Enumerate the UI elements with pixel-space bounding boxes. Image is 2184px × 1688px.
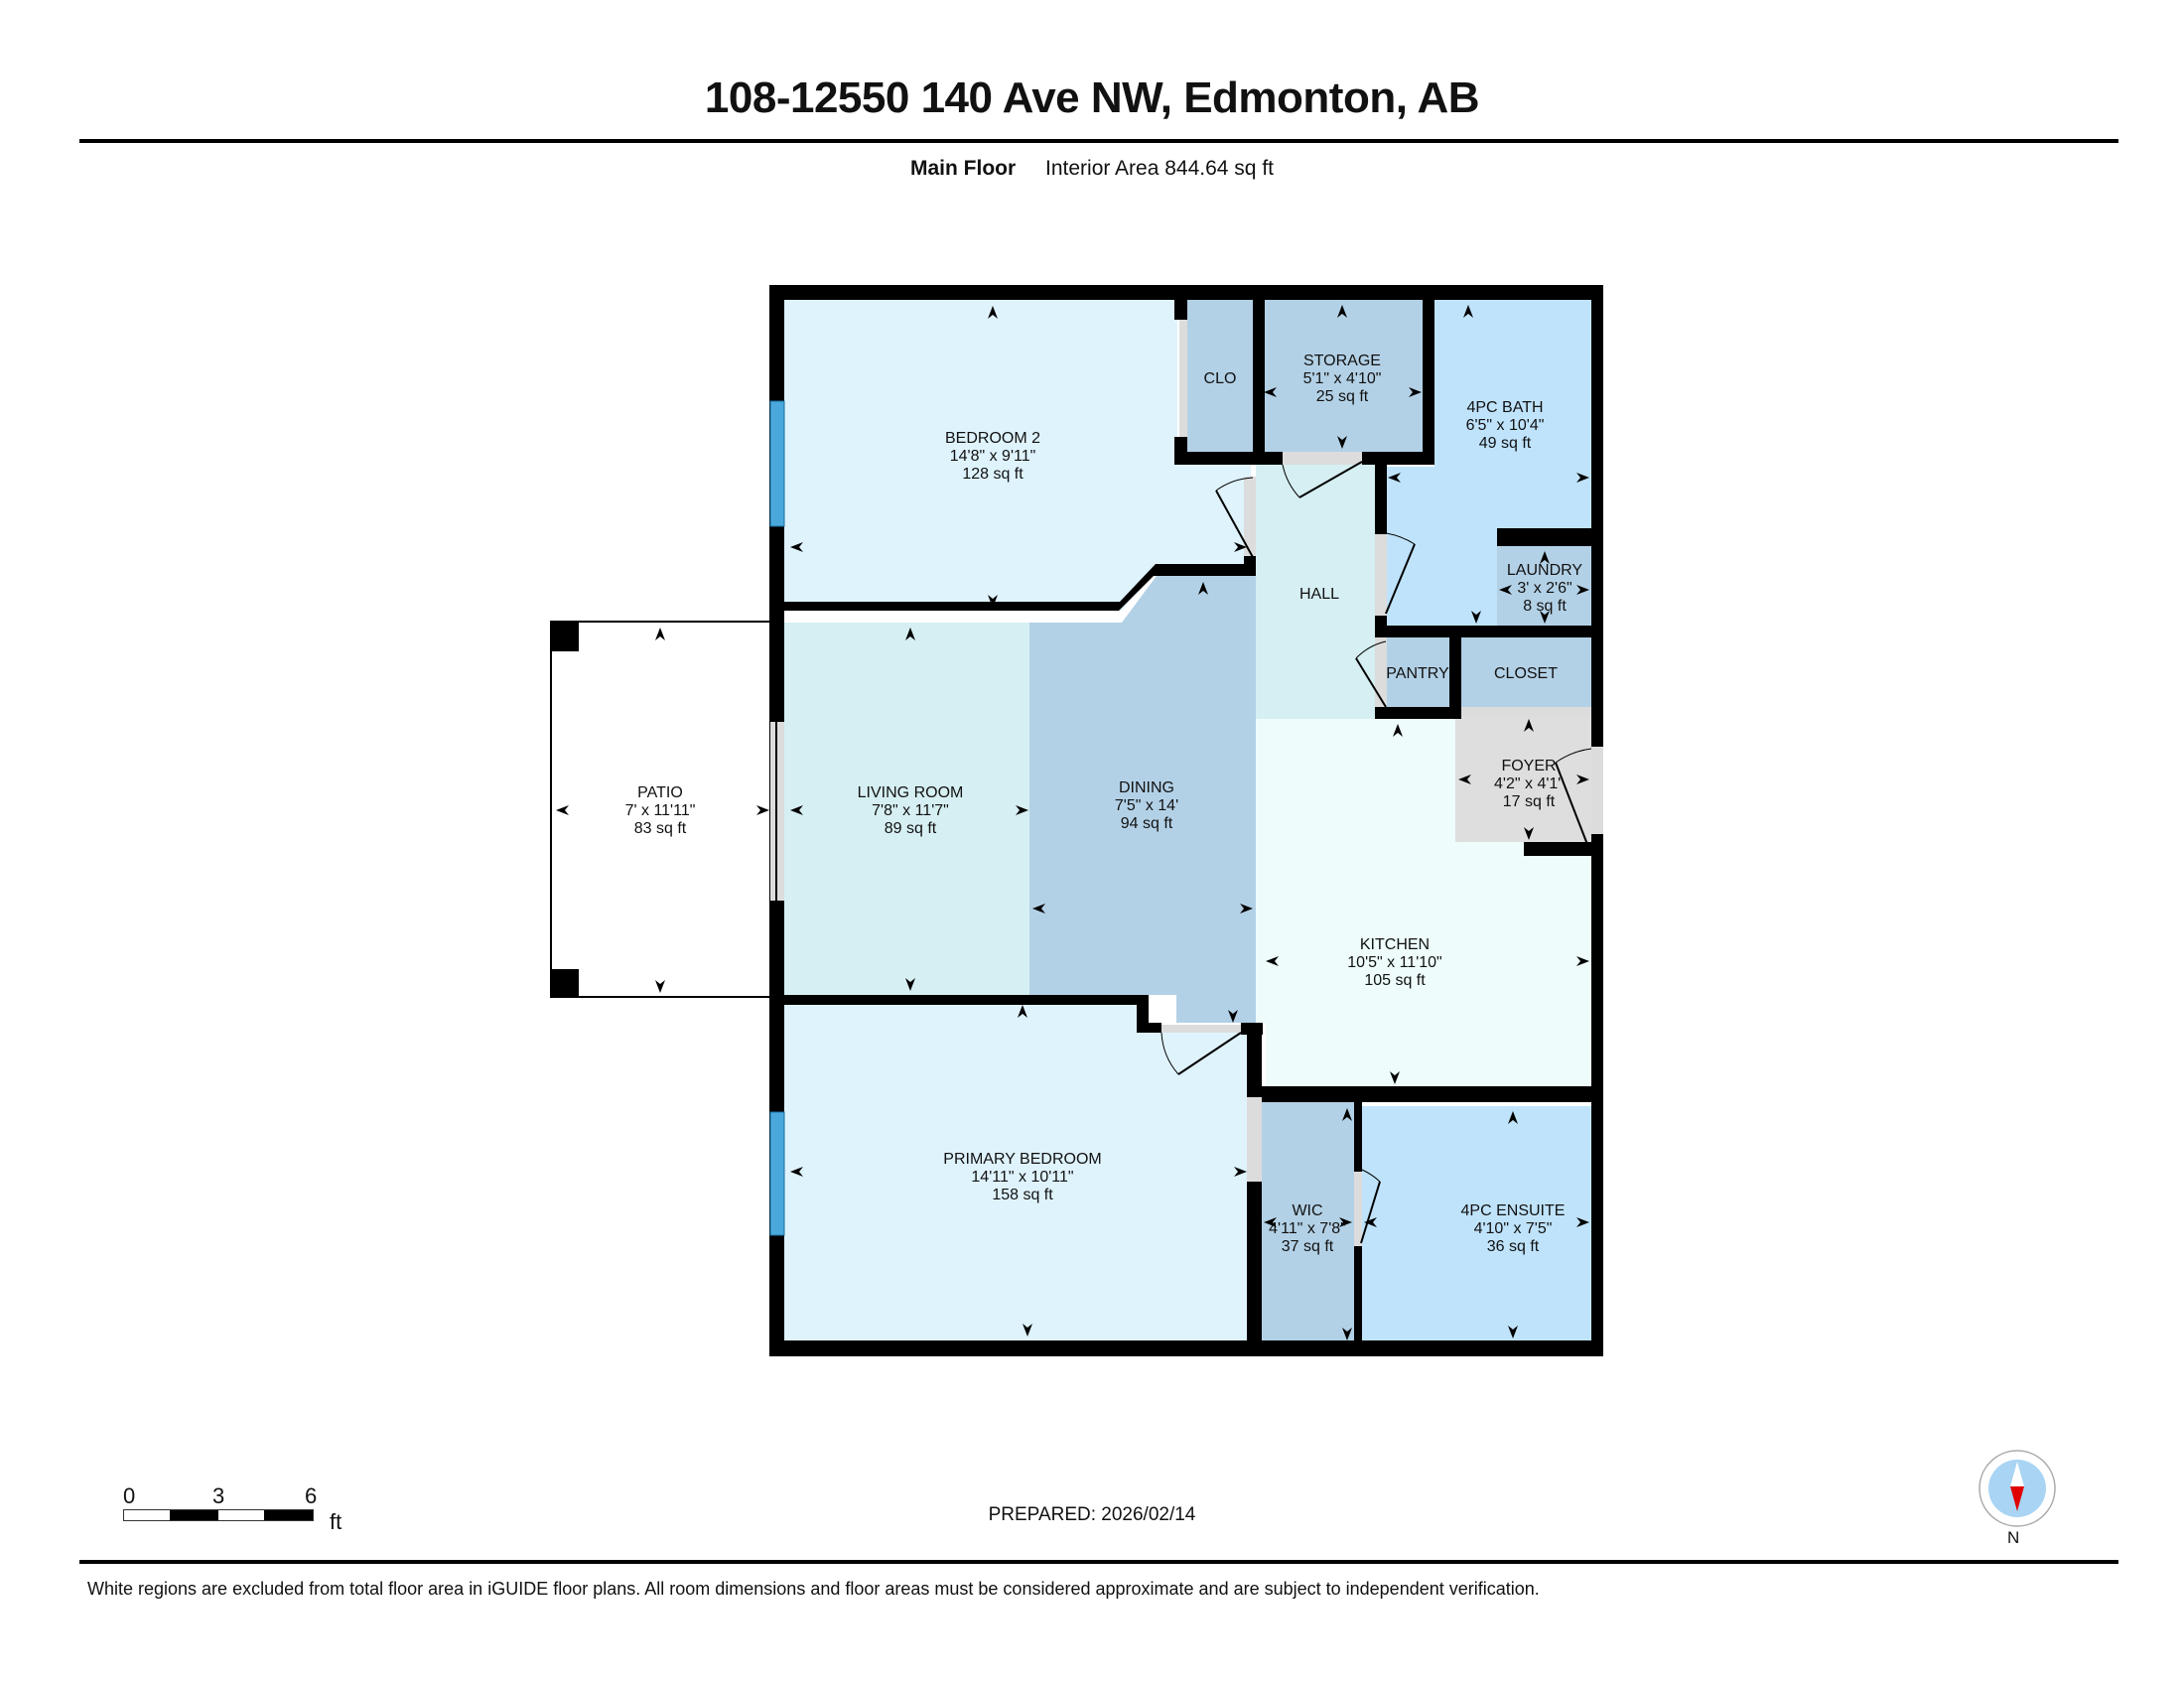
living-label: LIVING ROOM [858, 784, 964, 801]
pantry-area [1385, 637, 1449, 709]
patio-area-text: 83 sq ft [634, 820, 687, 837]
disclaimer: White regions are excluded from total fl… [87, 1579, 1540, 1599]
foyer-dims: 4'2" x 4'1" [1494, 775, 1564, 792]
bedroom2-window [769, 400, 785, 527]
ensuite-label: 4PC ENSUITE [1461, 1202, 1566, 1219]
dining-dims: 7'5" x 14' [1115, 797, 1178, 814]
dining-area-text: 94 sq ft [1121, 815, 1173, 832]
kitchen-label: KITCHEN [1360, 936, 1430, 953]
patio-label: PATIO [637, 784, 683, 801]
ensuite-dims: 4'10" x 7'5" [1474, 1220, 1553, 1237]
north-compass: N [1978, 1449, 2057, 1548]
wic-dims: 4'11" x 7'8" [1269, 1220, 1346, 1237]
hall-label: HALL [1299, 586, 1339, 603]
laundry-area-text: 8 sq ft [1523, 598, 1567, 615]
bedroom2-dims: 14'8" x 9'11" [950, 448, 1036, 465]
bath-area [1385, 300, 1591, 626]
kitchen-area [1256, 719, 1591, 1086]
bedroom2-label: BEDROOM 2 [945, 430, 1040, 447]
interior-area: Interior Area 844.64 sq ft [1045, 157, 1274, 180]
closet-area [1461, 637, 1591, 709]
laundry-dims: 3' x 2'6" [1517, 580, 1571, 597]
foyer-area-text: 17 sq ft [1503, 793, 1556, 810]
living-area [784, 623, 1029, 995]
storage-label: STORAGE [1303, 352, 1381, 369]
primary-window [769, 1111, 785, 1236]
ensuite-area-text: 36 sq ft [1487, 1238, 1540, 1255]
storage-area [1261, 300, 1423, 454]
dining-label: DINING [1119, 779, 1174, 796]
windows [769, 400, 785, 1236]
kitchen-area-text: 105 sq ft [1364, 972, 1426, 989]
floor-name: Main Floor [910, 157, 1017, 180]
storage-dims: 5'1" x 4'10" [1303, 370, 1382, 387]
footer-divider [79, 1560, 2118, 1564]
laundry-label: LAUNDRY [1507, 562, 1583, 579]
kitchen-dims: 10'5" x 11'10" [1347, 954, 1441, 971]
patio-dims: 7' x 11'11" [625, 802, 696, 819]
wic-area-text: 37 sq ft [1282, 1238, 1334, 1255]
wic-label: WIC [1292, 1202, 1322, 1219]
compass-icon [1979, 1450, 2056, 1527]
bath-dims: 6'5" x 10'4" [1466, 417, 1545, 434]
bedroom2-area-text: 128 sq ft [962, 466, 1024, 483]
room-fills [550, 300, 1591, 1342]
scale-label-0: 0 [123, 1483, 136, 1508]
clo-label: CLO [1204, 370, 1237, 387]
header-divider [79, 139, 2118, 143]
compass-north-label: N [2007, 1528, 2020, 1547]
foyer-area [1455, 715, 1591, 842]
prepared-date: PREPARED: 2026/02/14 [988, 1504, 1196, 1525]
hall-area [1256, 465, 1383, 719]
door-swings [775, 461, 1592, 1244]
primary-label: PRIMARY BEDROOM [943, 1151, 1101, 1168]
bath-area-text: 49 sq ft [1479, 435, 1532, 452]
bath-label: 4PC BATH [1466, 399, 1543, 416]
scale-bar-graphic [123, 1509, 314, 1521]
scale-label-6: 6 [305, 1483, 318, 1508]
primary-bedroom-area [784, 1001, 1247, 1340]
room-labels: BEDROOM 2 14'8" x 9'11" 128 sq ft CLO ST… [625, 352, 1583, 1255]
scale-label-3: 3 [212, 1483, 225, 1508]
pantry-label: PANTRY [1386, 665, 1449, 682]
dining-area [1029, 576, 1256, 1023]
living-area-text: 89 sq ft [885, 820, 937, 837]
patio-post-bottom [551, 969, 579, 997]
primary-area-text: 158 sq ft [992, 1187, 1053, 1203]
foyer-label: FOYER [1501, 758, 1556, 774]
bedroom2-area [784, 300, 1251, 611]
scale-bar: 0 3 6 ft [123, 1483, 341, 1534]
closet-label: CLOSET [1494, 665, 1558, 682]
dimension-arrows [556, 305, 1589, 1340]
ensuite-area [1362, 1106, 1591, 1340]
patio-post-top [551, 622, 579, 651]
storage-area-text: 25 sq ft [1316, 388, 1369, 405]
living-dims: 7'8" x 11'7" [872, 802, 949, 819]
scale-unit: ft [330, 1509, 342, 1534]
wic-area [1262, 1102, 1354, 1342]
page-title: 108-12550 140 Ave NW, Edmonton, AB [704, 73, 1480, 122]
primary-dims: 14'11" x 10'11" [971, 1169, 1073, 1186]
floor-subheading: Main Floor Interior Area 844.64 sq ft [0, 157, 2184, 181]
clo-area [1187, 300, 1253, 454]
